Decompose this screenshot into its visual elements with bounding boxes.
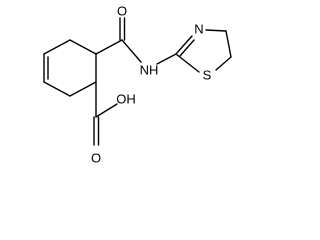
ring-bond: [205, 29, 227, 32]
carbonyl-oxygen-label: O: [91, 151, 101, 166]
ring-to-carbonyl-bond: [95, 39, 123, 55]
amide-oxygen-label: O: [117, 4, 127, 19]
c2-n-double-bond: [175, 35, 193, 55]
c2-n-double-bond: [179, 39, 195, 57]
amide-nitrogen-label: NH: [140, 63, 159, 78]
amide-group: [95, 17, 177, 65]
ring-bond: [215, 56, 232, 71]
cyclohexene-ring: [43, 39, 97, 97]
structure-diagram: O NH N S OH O: [43, 4, 232, 166]
ring-bond: [43, 39, 71, 55]
hydroxyl-label: OH: [116, 92, 136, 107]
ring-bond: [225, 30, 232, 58]
ring-sulfur-label: S: [203, 68, 212, 83]
carbonyl-to-nitrogen-bond: [121, 39, 142, 63]
ring-bond: [69, 81, 97, 97]
ring-bond: [69, 39, 97, 55]
carboxyl-to-hydroxyl-bond: [95, 103, 118, 118]
ring-nitrogen-label: N: [194, 22, 203, 37]
ring-bond: [175, 53, 200, 73]
thiazoline-ring: [175, 29, 232, 73]
ring-bond: [43, 81, 71, 97]
carboxylic-acid-group: [93, 81, 118, 146]
nitrogen-to-thiazoline-bond: [156, 53, 177, 65]
